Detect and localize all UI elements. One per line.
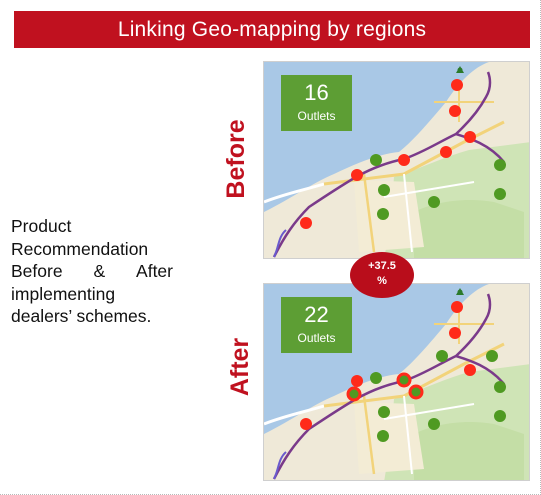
- title-banner: Linking Geo-mapping by regions: [14, 11, 530, 48]
- before-outlet-count: 16: [304, 80, 329, 105]
- word-and: &: [93, 261, 106, 281]
- after-map: 22 Outlets: [263, 283, 530, 481]
- description-line: implementing: [11, 283, 116, 304]
- change-unit: %: [377, 275, 387, 287]
- description-line-justified: Before & After: [11, 260, 173, 283]
- before-map-graphic: [264, 62, 529, 258]
- description-line: dealers’ schemes.: [11, 306, 152, 326]
- after-outlets-badge: 22 Outlets: [281, 297, 352, 353]
- before-map: 16 Outlets: [263, 61, 530, 259]
- description-line: Product: [11, 216, 72, 236]
- change-value: +37.5: [368, 260, 396, 272]
- after-outlet-count: 22: [304, 302, 329, 327]
- word-before: Before: [11, 261, 63, 281]
- before-outlets-badge: 16 Outlets: [281, 75, 352, 131]
- before-outlet-label: Outlets: [297, 109, 336, 123]
- before-label: Before: [222, 119, 250, 199]
- slide-title: Linking Geo-mapping by regions: [117, 17, 427, 41]
- word-after: After: [136, 261, 173, 281]
- after-map-graphic: [264, 284, 529, 480]
- description-line: Recommendation: [11, 238, 149, 259]
- after-label: After: [226, 337, 254, 397]
- description-text: Product Recommendation Before & After im…: [11, 215, 173, 328]
- change-badge: +37.5 %: [350, 252, 414, 298]
- after-outlet-label: Outlets: [297, 331, 336, 345]
